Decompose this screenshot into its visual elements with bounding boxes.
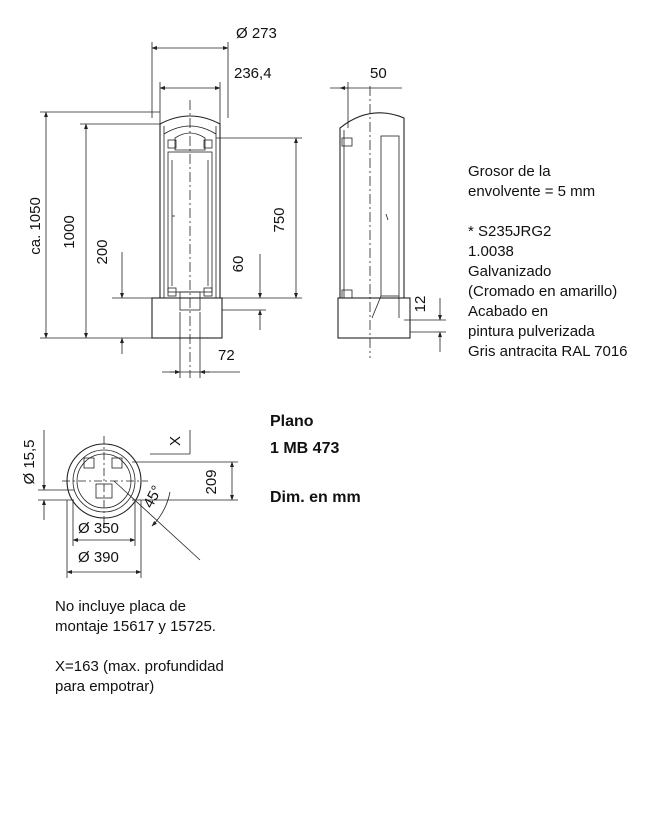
- plan-code: 1 MB 473: [270, 440, 340, 457]
- material-specs: Grosor de la envolvente = 5 mm * S235JRG…: [468, 162, 628, 362]
- spec-line: 1.0038: [468, 243, 514, 260]
- dim-width-72: 72: [218, 347, 235, 364]
- dim-diameter-15: Ø 15,5: [21, 439, 38, 484]
- spec-line: Galvanizado: [468, 263, 552, 280]
- spec-line: [468, 202, 628, 222]
- dim-width-50: 50: [370, 65, 387, 82]
- spec-line: envolvente = 5 mm: [468, 183, 596, 200]
- dim-height-200: 200: [94, 239, 111, 264]
- dim-angle-45: 45°: [140, 483, 166, 511]
- dim-height-750: 750: [271, 207, 288, 232]
- footnotes: No incluye placa de montaje 15617 y 1572…: [55, 597, 224, 697]
- dim-width-236: 236,4: [234, 65, 272, 82]
- dim-depth-x: X: [167, 436, 184, 446]
- spec-line: Acabado en: [468, 303, 549, 320]
- column-body: [159, 115, 221, 298]
- side-view: [337, 86, 411, 358]
- dim-diameter-350: Ø 350: [78, 520, 119, 537]
- units-label: Dim. en mm: [270, 489, 361, 506]
- front-view: [151, 100, 223, 378]
- spec-line: (Cromado en amarillo): [468, 283, 618, 300]
- plan-view: [62, 436, 148, 526]
- side-base-plate: [337, 297, 411, 339]
- spec-line: * S235JRG2: [468, 223, 552, 240]
- dim-height-60: 60: [230, 256, 247, 273]
- dim-height-12: 12: [412, 296, 429, 313]
- footnote-line: No incluye placa de: [55, 598, 186, 615]
- base-plate: [151, 297, 223, 339]
- side-column-body: [339, 112, 405, 298]
- plan-label: Plano: [270, 413, 314, 430]
- dim-height-1050: ca. 1050: [27, 197, 44, 255]
- dim-209: 209: [203, 469, 220, 494]
- dim-diameter-390: Ø 390: [78, 549, 119, 566]
- spec-line: Gris antracita RAL 7016: [468, 343, 628, 360]
- spec-line: Grosor de la: [468, 163, 551, 180]
- dim-diameter-273: Ø 273: [236, 25, 277, 42]
- footnote-line: montaje 15617 y 15725.: [55, 618, 216, 635]
- footnote-line: [55, 637, 224, 657]
- footnote-line: para empotrar): [55, 678, 155, 695]
- spec-line: pintura pulverizada: [468, 323, 595, 340]
- dim-height-1000: 1000: [61, 215, 78, 248]
- footnote-line: X=163 (max. profundidad: [55, 658, 224, 675]
